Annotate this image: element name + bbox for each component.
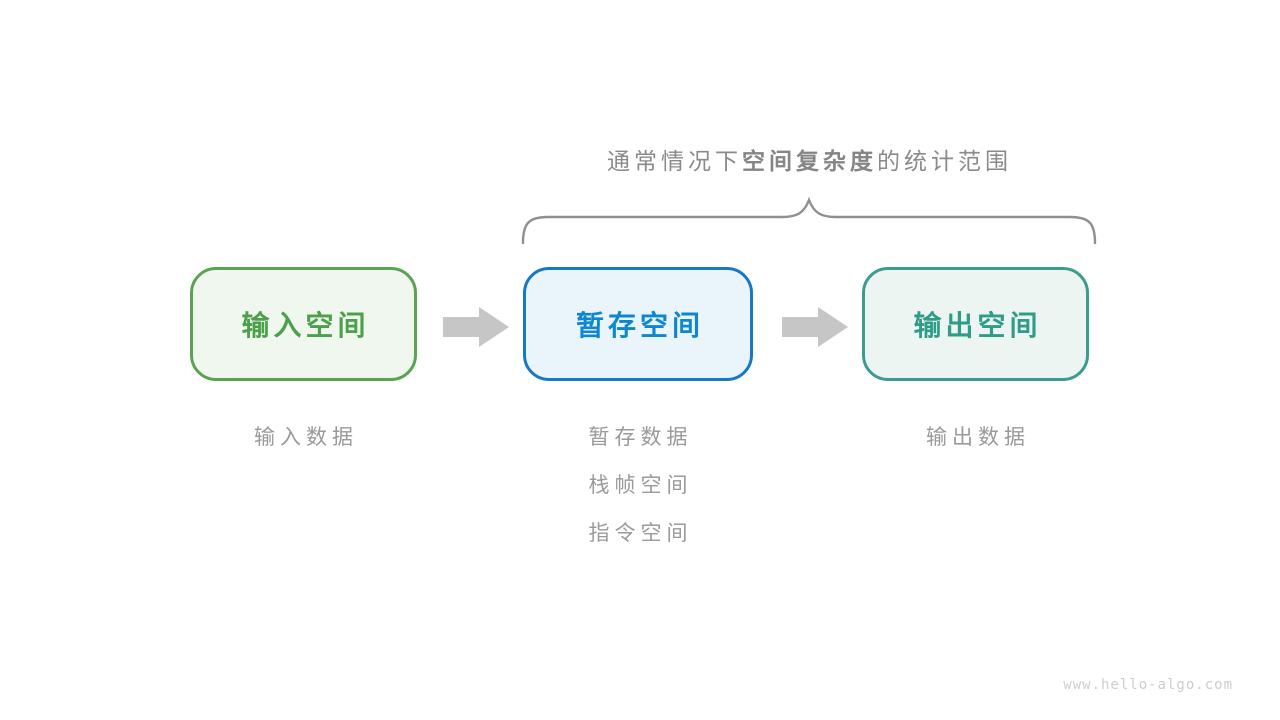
annotation-item: 指令空间: [588, 522, 693, 545]
annotations-input: 输入数据: [190, 414, 417, 462]
scope-title: 通常情况下空间复杂度的统计范围: [522, 146, 1097, 176]
scope-title-bold: 空间复杂度: [742, 148, 877, 174]
box-temporary-space-label: 暂存空间: [575, 310, 704, 341]
box-temporary-space: 暂存空间: [523, 267, 753, 381]
watermark: www.hello-algo.com: [1063, 677, 1233, 693]
right-arrow-icon: [782, 307, 848, 347]
scope-title-prefix: 通常情况下: [607, 148, 742, 174]
annotations-output: 输出数据: [862, 414, 1089, 462]
annotation-item: 输出数据: [926, 426, 1030, 449]
annotation-item: 栈帧空间: [588, 474, 693, 497]
box-output-space: 输出空间: [862, 267, 1089, 381]
box-output-space-label: 输出空间: [913, 310, 1042, 341]
scope-title-suffix: 的统计范围: [877, 148, 1012, 174]
right-arrow-icon: [443, 307, 509, 347]
box-input-space: 输入空间: [190, 267, 417, 381]
annotations-temporary: 暂存数据 栈帧空间 指令空间: [523, 414, 753, 558]
scope-brace-icon: [521, 197, 1097, 245]
annotation-item: 输入数据: [254, 426, 358, 449]
box-input-space-label: 输入空间: [241, 310, 370, 341]
annotation-item: 暂存数据: [588, 426, 693, 449]
